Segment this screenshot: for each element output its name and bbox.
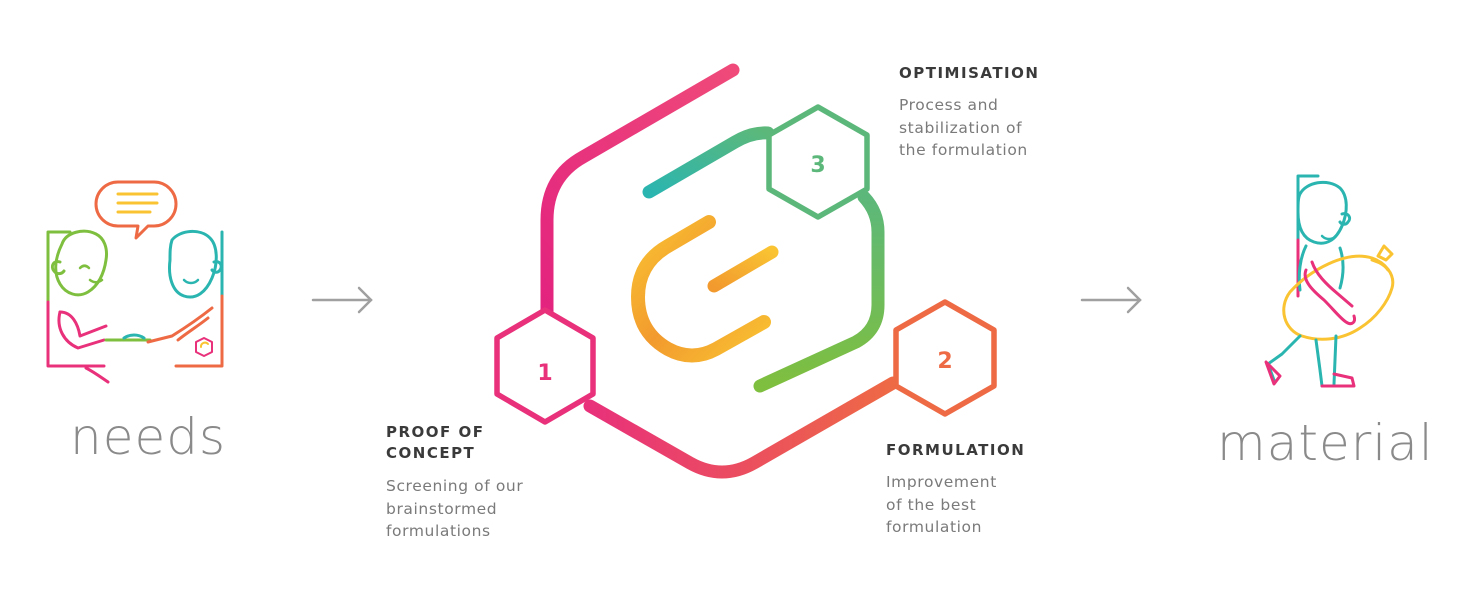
step-3-desc-line3: the formulation xyxy=(899,141,1028,159)
step-3-desc-line1: Process and xyxy=(899,96,999,114)
step-1-desc-line2: brainstormed xyxy=(386,499,498,518)
hexagon-2-number: 2 xyxy=(937,349,952,374)
step-1-description: Screening of our brainstormed formulatio… xyxy=(386,475,523,543)
step-2-desc-line1: Improvement xyxy=(886,473,997,491)
step-1-desc-line1: Screening of our xyxy=(386,477,524,495)
step-3-title: OPTIMISATION xyxy=(899,64,1040,82)
speech-bubble-icon xyxy=(94,180,178,240)
hexagon-3-number: 3 xyxy=(810,153,825,178)
step-3-desc-line2: stabilization of xyxy=(899,118,1023,137)
step-3-description: Process and stabilization of the formula… xyxy=(899,94,1028,162)
step-1-title-line1: PROOF OF xyxy=(386,423,485,441)
person-carrying-bag-icon xyxy=(1264,174,1395,388)
hexagon-1-number: 1 xyxy=(537,361,552,386)
step-2-desc-line2: of the best xyxy=(886,495,977,514)
arrow-right-icon xyxy=(1080,286,1142,314)
step-2-title: FORMULATION xyxy=(886,441,1026,459)
hexagon-step-2: 2 xyxy=(893,299,997,417)
step-1-title: PROOF OF CONCEPT xyxy=(386,422,485,464)
needs-label: needs xyxy=(70,408,227,466)
step-2-description: Improvement of the best formulation xyxy=(886,471,997,539)
arrow-right-icon xyxy=(311,286,373,314)
material-label: material xyxy=(1217,414,1434,472)
hexagon-step-1: 1 xyxy=(494,307,596,425)
handshake-people-icon xyxy=(46,180,224,384)
step-2-desc-line3: formulation xyxy=(886,518,983,536)
formulation-cycle-icon xyxy=(540,63,900,479)
step-1-title-line2: CONCEPT xyxy=(386,444,476,462)
step-1-desc-line3: formulations xyxy=(386,522,491,540)
hexagon-step-3: 3 xyxy=(766,104,870,220)
